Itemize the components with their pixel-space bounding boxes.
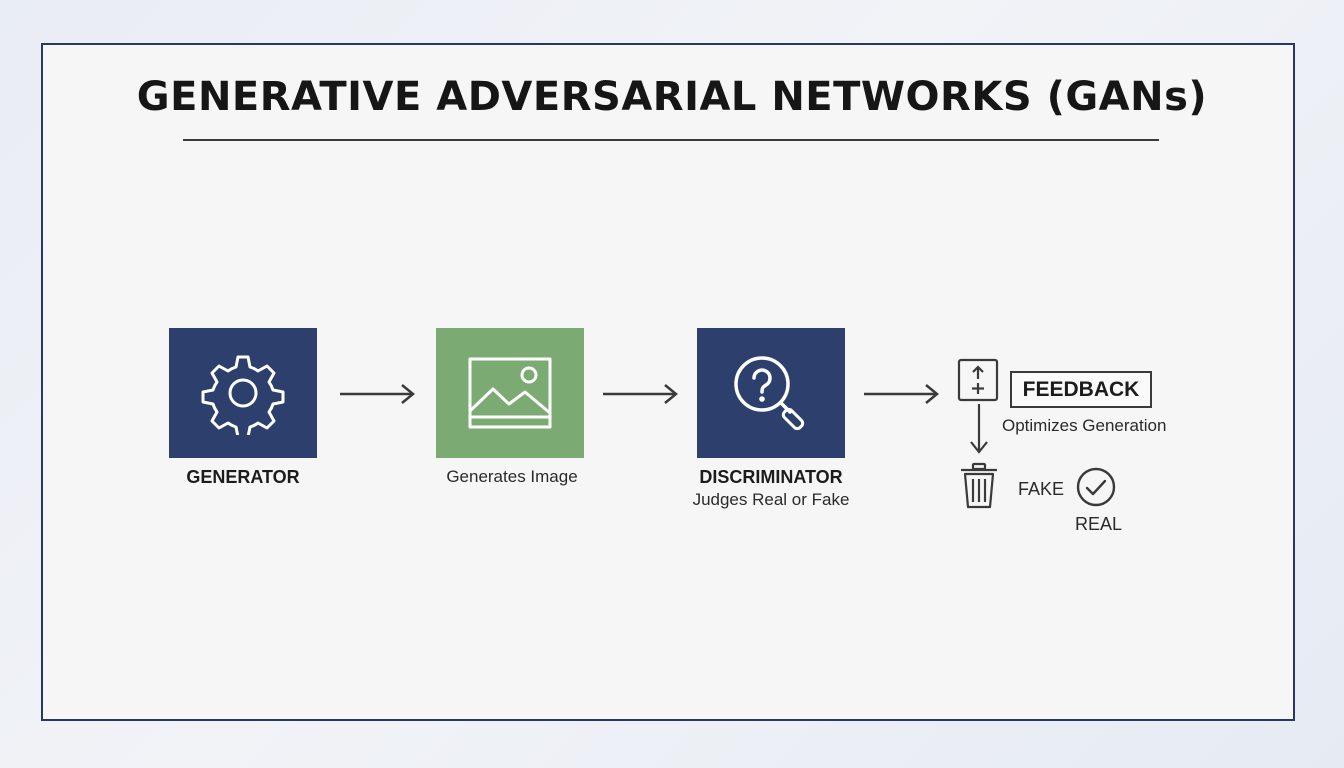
real-label: REAL [1075,514,1123,534]
arrow-discriminator-to-feedback [864,384,939,404]
trash-icon [961,462,997,509]
discriminator-box [697,328,845,458]
image-icon [468,357,552,429]
feedback-sublabel: Optimizes Generation [1002,416,1167,435]
magnifier-question-icon [734,356,805,431]
generated-image-box [436,328,584,458]
feedback-label: FEEDBACK [1022,377,1140,401]
feedback-box: FEEDBACK [1010,371,1152,408]
diagram-title: GENERATIVE ADVERSARIAL NETWORKS (GANs) [136,74,1208,120]
generated-image-label: Generates Image [446,467,578,486]
title-underline [183,139,1159,141]
fake-label: FAKE [1018,479,1065,499]
generator-box [169,328,317,458]
arrow-down-to-fake [970,404,988,454]
discriminator-label: DISCRIMINATOR [699,467,843,487]
check-circle-icon [1076,467,1116,507]
gear-icon [201,355,285,435]
up-plus-box-icon [957,358,999,402]
discriminator-sublabel: Judges Real or Fake [692,490,850,509]
generator-label: GENERATOR [186,467,300,487]
arrow-generator-to-image [340,384,415,404]
arrow-image-to-discriminator [603,384,678,404]
